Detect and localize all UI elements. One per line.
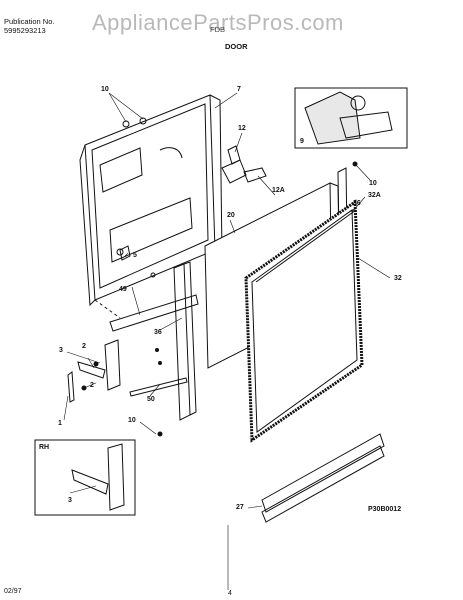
callout-12: 12 (238, 125, 246, 132)
callout-2-lower: 2 (90, 382, 94, 389)
watermark: AppliancePartsPros.com (92, 10, 344, 35)
inset-rh-label: RH (39, 444, 50, 451)
dispenser-detail-inset (294, 87, 408, 149)
callout-10-top: 10 (101, 86, 109, 93)
hinge-right-inset (71, 443, 125, 511)
callout-12A: 12A (272, 187, 285, 194)
dispenser-assembly (221, 145, 267, 184)
inner-door-panel (79, 94, 223, 319)
section-title: DOOR (225, 42, 248, 51)
hinge-left (67, 339, 121, 403)
callout-10-right: 10 (369, 180, 377, 187)
callout-3: 3 (59, 347, 63, 354)
model-number: FDB (210, 25, 225, 34)
callout-36-left: 36 (154, 329, 162, 336)
callout-27: 27 (236, 504, 244, 511)
decor-panel (244, 199, 364, 443)
callout-1: 1 (58, 420, 62, 427)
publication-label: Publication No. (4, 17, 55, 26)
side-trim-strip (173, 261, 197, 421)
callout-5: 5 (133, 252, 137, 259)
footer-date: 02/97 (4, 588, 22, 595)
publication-number: 5995293213 (4, 26, 46, 35)
callout-32: 32 (394, 275, 402, 282)
figure-code: P30B0012 (368, 506, 402, 513)
callout-32A: 32A (368, 192, 381, 199)
callout-3-inset: 3 (68, 497, 72, 504)
callout-20: 20 (227, 212, 235, 219)
trim-strips (109, 294, 199, 397)
screws (81, 161, 358, 437)
rh-hinge-inset (34, 439, 136, 516)
callout-2-upper: 2 (82, 343, 86, 350)
callout-9: 9 (300, 138, 304, 145)
bottom-trim (261, 433, 385, 523)
callout-7: 7 (237, 86, 241, 93)
callout-10-bottom: 10 (128, 417, 136, 424)
page-number: 4 (228, 590, 232, 597)
dispenser-detail (304, 91, 393, 145)
callout-36-right: 36 (353, 200, 361, 207)
callout-49: 49 (119, 286, 127, 293)
callout-50: 50 (147, 396, 155, 403)
